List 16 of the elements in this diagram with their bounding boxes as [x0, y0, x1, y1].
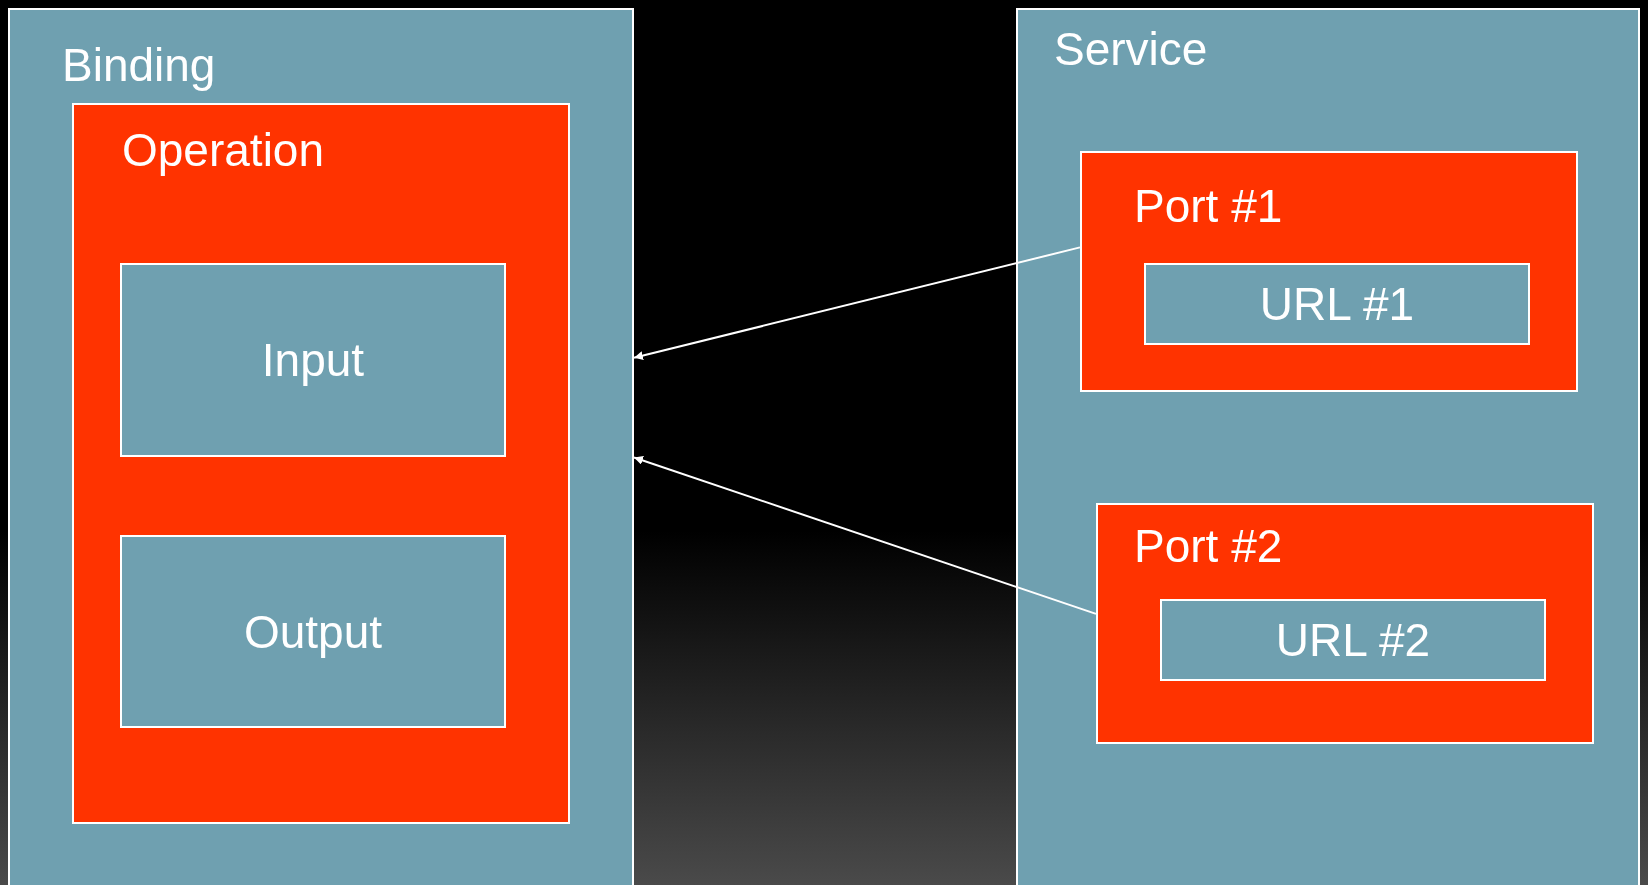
process-box — [1144, 263, 1530, 345]
box-label: URL #1 — [1259, 281, 1415, 327]
heading: Port #2 — [1134, 523, 1283, 569]
panel — [1016, 8, 1640, 885]
arrow — [633, 456, 1097, 615]
heading: Port #1 — [1134, 183, 1283, 229]
heading: Service — [1054, 26, 1208, 72]
arrow — [633, 246, 1081, 360]
box-label: URL #2 — [1275, 617, 1431, 663]
container-box — [1096, 503, 1594, 744]
process-box — [1160, 599, 1546, 681]
container-box — [72, 103, 570, 824]
panel — [8, 8, 634, 885]
process-box — [120, 263, 506, 457]
container-box — [1080, 151, 1578, 392]
process-box — [120, 535, 506, 728]
